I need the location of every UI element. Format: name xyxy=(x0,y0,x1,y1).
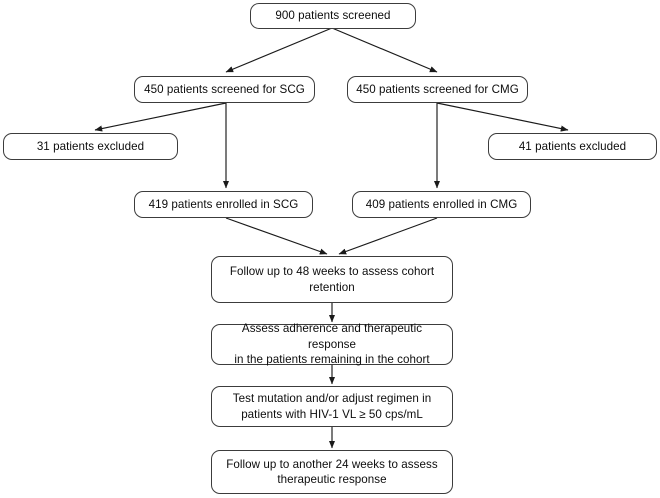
node-enrolled-scg-label: 419 patients enrolled in SCG xyxy=(148,197,299,211)
node-excluded-scg: 31 patients excluded xyxy=(3,133,178,160)
node-enrolled-cmg-label: 409 patients enrolled in CMG xyxy=(365,197,518,211)
edge-screened-cmg-to-excluded-cmg xyxy=(436,102,569,132)
edge-screened-scg-to-excluded-scg xyxy=(94,102,227,132)
edge-screened-total-to-screened-scg xyxy=(225,27,333,73)
node-enrolled-cmg: 409 patients enrolled in CMG xyxy=(352,191,531,218)
node-screened-cmg: 450 patients screened for CMG xyxy=(347,76,528,103)
node-followup-48-label: Follow up to 48 weeks to assess cohort r… xyxy=(229,265,435,294)
node-assess-adherence: Assess adherence and therapeutic respons… xyxy=(211,322,453,367)
node-followup-48: Follow up to 48 weeks to assess cohort r… xyxy=(211,256,453,303)
node-screened-total-label: 900 patients screened xyxy=(275,9,391,23)
node-enrolled-scg: 419 patients enrolled in SCG xyxy=(134,191,313,218)
edge-enrolled-cmg-to-followup-48 xyxy=(338,217,438,255)
node-test-mutation: Test mutation and/or adjust regimen in p… xyxy=(211,386,453,427)
edge-enrolled-scg-to-followup-48 xyxy=(225,217,328,255)
node-screened-cmg-label: 450 patients screened for CMG xyxy=(356,82,519,96)
node-assess-adherence-label: Assess adherence and therapeutic respons… xyxy=(234,322,430,367)
node-screened-total: 900 patients screened xyxy=(250,3,416,29)
node-test-mutation-label: Test mutation and/or adjust regimen in p… xyxy=(232,392,432,421)
node-followup-24-label: Follow up to another 24 weeks to assess … xyxy=(226,457,438,487)
node-excluded-scg-label: 31 patients excluded xyxy=(36,139,145,153)
node-excluded-cmg: 41 patients excluded xyxy=(488,133,657,160)
edge-screened-total-to-screened-cmg xyxy=(331,27,438,73)
node-excluded-cmg-label: 41 patients excluded xyxy=(518,139,627,153)
node-screened-scg: 450 patients screened for SCG xyxy=(134,76,315,103)
node-screened-scg-label: 450 patients screened for SCG xyxy=(144,82,305,96)
node-followup-24: Follow up to another 24 weeks to assess … xyxy=(211,450,453,494)
